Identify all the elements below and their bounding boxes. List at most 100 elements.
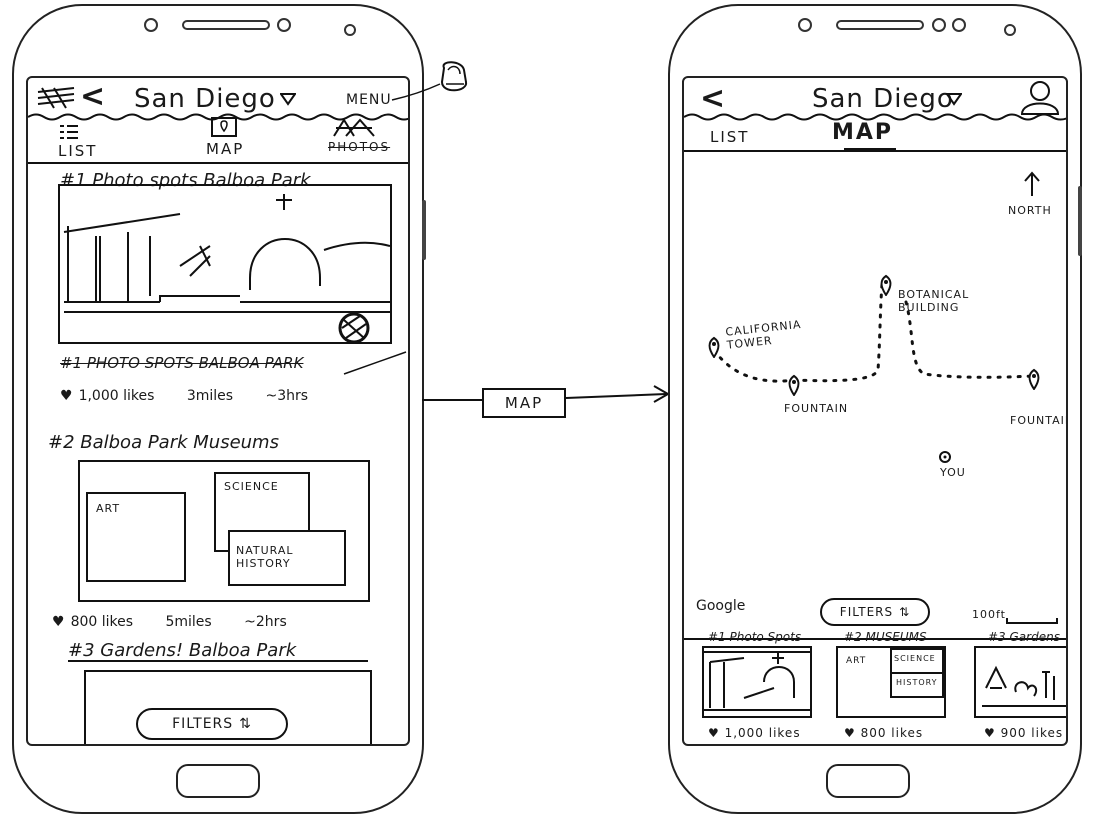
item-3-underline bbox=[68, 660, 368, 662]
chevron-down-icon[interactable] bbox=[280, 92, 296, 106]
filters-button[interactable]: FILTERS ⇅ bbox=[136, 708, 288, 740]
item-1-stats: ♥ 1,000 likes 3miles ~3hrs bbox=[60, 388, 336, 404]
map-pin-icon[interactable] bbox=[706, 336, 722, 358]
speaker-grille bbox=[182, 20, 270, 30]
you-location-icon bbox=[939, 451, 951, 463]
route-path bbox=[712, 282, 1034, 383]
place-fountain-1[interactable]: FOUNTAIN bbox=[784, 402, 849, 415]
filters-label: FILTERS bbox=[172, 716, 234, 732]
cards-divider bbox=[684, 638, 1066, 640]
item-1-caption: #1 PHOTO SPOTS BALBOA PARK bbox=[60, 354, 304, 372]
item-1-likes: 1,000 likes bbox=[78, 388, 155, 404]
card-3-title[interactable]: #3 Gardens bbox=[988, 630, 1060, 644]
map-pin-icon[interactable] bbox=[1026, 368, 1042, 390]
home-button[interactable] bbox=[826, 764, 910, 798]
tab-list[interactable]: LIST bbox=[58, 142, 98, 160]
chevron-down-icon[interactable] bbox=[946, 92, 962, 106]
tabs-divider bbox=[28, 162, 408, 164]
filters-label: FILTERS bbox=[839, 605, 894, 619]
header-wave-line bbox=[684, 113, 1066, 121]
sensor-dot bbox=[277, 18, 291, 32]
front-camera bbox=[144, 18, 158, 32]
tab-map-active-indicator bbox=[844, 148, 896, 151]
card-1-title[interactable]: #1 Photo Spots bbox=[708, 630, 802, 644]
tab-map[interactable]: MAP bbox=[206, 140, 245, 158]
map-pin-icon[interactable] bbox=[878, 274, 894, 296]
home-button[interactable] bbox=[176, 764, 260, 798]
item-1-distance: 3miles bbox=[186, 388, 234, 404]
map-icon[interactable] bbox=[210, 116, 238, 138]
map-pin-icon[interactable] bbox=[786, 374, 802, 396]
art-label: ART bbox=[96, 502, 121, 515]
heart-icon[interactable]: ♥ bbox=[52, 614, 65, 630]
you-label: YOU bbox=[940, 466, 966, 479]
sliders-icon: ⇅ bbox=[239, 716, 252, 732]
card-2-history-box: HISTORY bbox=[890, 672, 944, 698]
card-1-thumbnail[interactable] bbox=[702, 646, 812, 718]
back-button[interactable]: < bbox=[700, 81, 726, 116]
map-scale-label: 100ft bbox=[972, 608, 1006, 621]
right-screen: < San Diego LIST MAP NORTH CALIFORNIA TO… bbox=[682, 76, 1068, 746]
sensor-dot bbox=[344, 24, 356, 36]
list-icon[interactable] bbox=[58, 122, 80, 142]
tab-list[interactable]: LIST bbox=[710, 128, 750, 146]
sliders-icon: ⇅ bbox=[899, 605, 911, 619]
card-1-likes: ♥ 1,000 likes bbox=[708, 726, 801, 740]
natural-history-box: NATURAL HISTORY bbox=[228, 530, 346, 586]
front-camera bbox=[798, 18, 812, 32]
avatar-scribble-icon bbox=[338, 312, 370, 344]
side-button bbox=[1078, 186, 1082, 256]
north-label: NORTH bbox=[1008, 204, 1052, 217]
card-3-thumbnail[interactable] bbox=[974, 646, 1066, 718]
place-fountain-2[interactable]: FOUNTAIN bbox=[1010, 414, 1068, 427]
card-2-art-label: ART bbox=[846, 656, 867, 666]
photo-spot-sketch bbox=[704, 651, 810, 711]
map-canvas[interactable]: NORTH CALIFORNIA TOWER BOTANICAL BUILDIN… bbox=[684, 152, 1068, 614]
menu-button[interactable]: MENU bbox=[346, 92, 392, 108]
sensor-dot bbox=[1004, 24, 1016, 36]
filters-button[interactable]: FILTERS ⇅ bbox=[820, 598, 930, 626]
city-title[interactable]: San Diego bbox=[812, 84, 954, 114]
garden-sketch bbox=[982, 665, 1066, 707]
place-botanical-building[interactable]: BOTANICAL BUILDING bbox=[898, 288, 970, 314]
card-2-thumbnail[interactable]: ART SCIENCE HISTORY bbox=[836, 646, 946, 718]
park-sketch-image bbox=[63, 194, 390, 313]
item-2-photo[interactable]: ART SCIENCE NATURAL HISTORY bbox=[78, 460, 370, 602]
item-2-title[interactable]: #2 Balboa Park Museums bbox=[48, 432, 279, 453]
item-2-stats: ♥ 800 likes 5miles ~2hrs bbox=[52, 614, 315, 630]
item-1-photo[interactable] bbox=[58, 184, 392, 344]
north-arrow-icon bbox=[1024, 171, 1040, 196]
sensor-dot bbox=[952, 18, 966, 32]
item-2-distance: 5miles bbox=[165, 614, 212, 630]
left-screen: < San Diego MENU LIST MAP PHOTOS #1 Phot… bbox=[26, 76, 410, 746]
tab-photos[interactable]: PHOTOS bbox=[328, 140, 391, 154]
tab-map[interactable]: MAP bbox=[832, 120, 894, 145]
user-avatar-icon[interactable] bbox=[1018, 80, 1062, 116]
item-3-photo[interactable] bbox=[84, 670, 372, 744]
speaker-grille bbox=[836, 20, 924, 30]
card-2-science-box: SCIENCE bbox=[890, 648, 944, 674]
back-button[interactable]: < bbox=[80, 79, 106, 114]
item-2-duration: ~2hrs bbox=[244, 614, 287, 630]
heart-icon[interactable]: ♥ bbox=[60, 388, 73, 404]
annotation-arrow bbox=[391, 61, 467, 101]
map-attribution: Google bbox=[696, 598, 746, 614]
sensor-dot bbox=[932, 18, 946, 32]
natural-history-label: NATURAL HISTORY bbox=[236, 544, 294, 570]
hamburger-icon[interactable] bbox=[34, 84, 78, 112]
card-3-likes: ♥ 900 likes bbox=[984, 726, 1064, 740]
photos-icon[interactable] bbox=[332, 118, 376, 140]
card-2-science-label: SCIENCE bbox=[894, 654, 936, 663]
city-title[interactable]: San Diego bbox=[134, 84, 276, 114]
card-2-history-label: HISTORY bbox=[896, 678, 938, 687]
card-2-likes: ♥ 800 likes bbox=[844, 726, 924, 740]
transition-map-label: MAP bbox=[482, 388, 566, 418]
item-2-likes: 800 likes bbox=[70, 614, 134, 630]
side-button bbox=[422, 200, 426, 260]
item-1-duration: ~3hrs bbox=[265, 388, 309, 404]
item-3-title[interactable]: #3 Gardens! Balboa Park bbox=[68, 640, 297, 661]
map-scale-bar bbox=[1006, 618, 1058, 624]
card-2-title[interactable]: #2 MUSEUMS bbox=[844, 630, 927, 644]
science-label: SCIENCE bbox=[224, 480, 279, 493]
transition-label: MAP bbox=[504, 394, 544, 412]
